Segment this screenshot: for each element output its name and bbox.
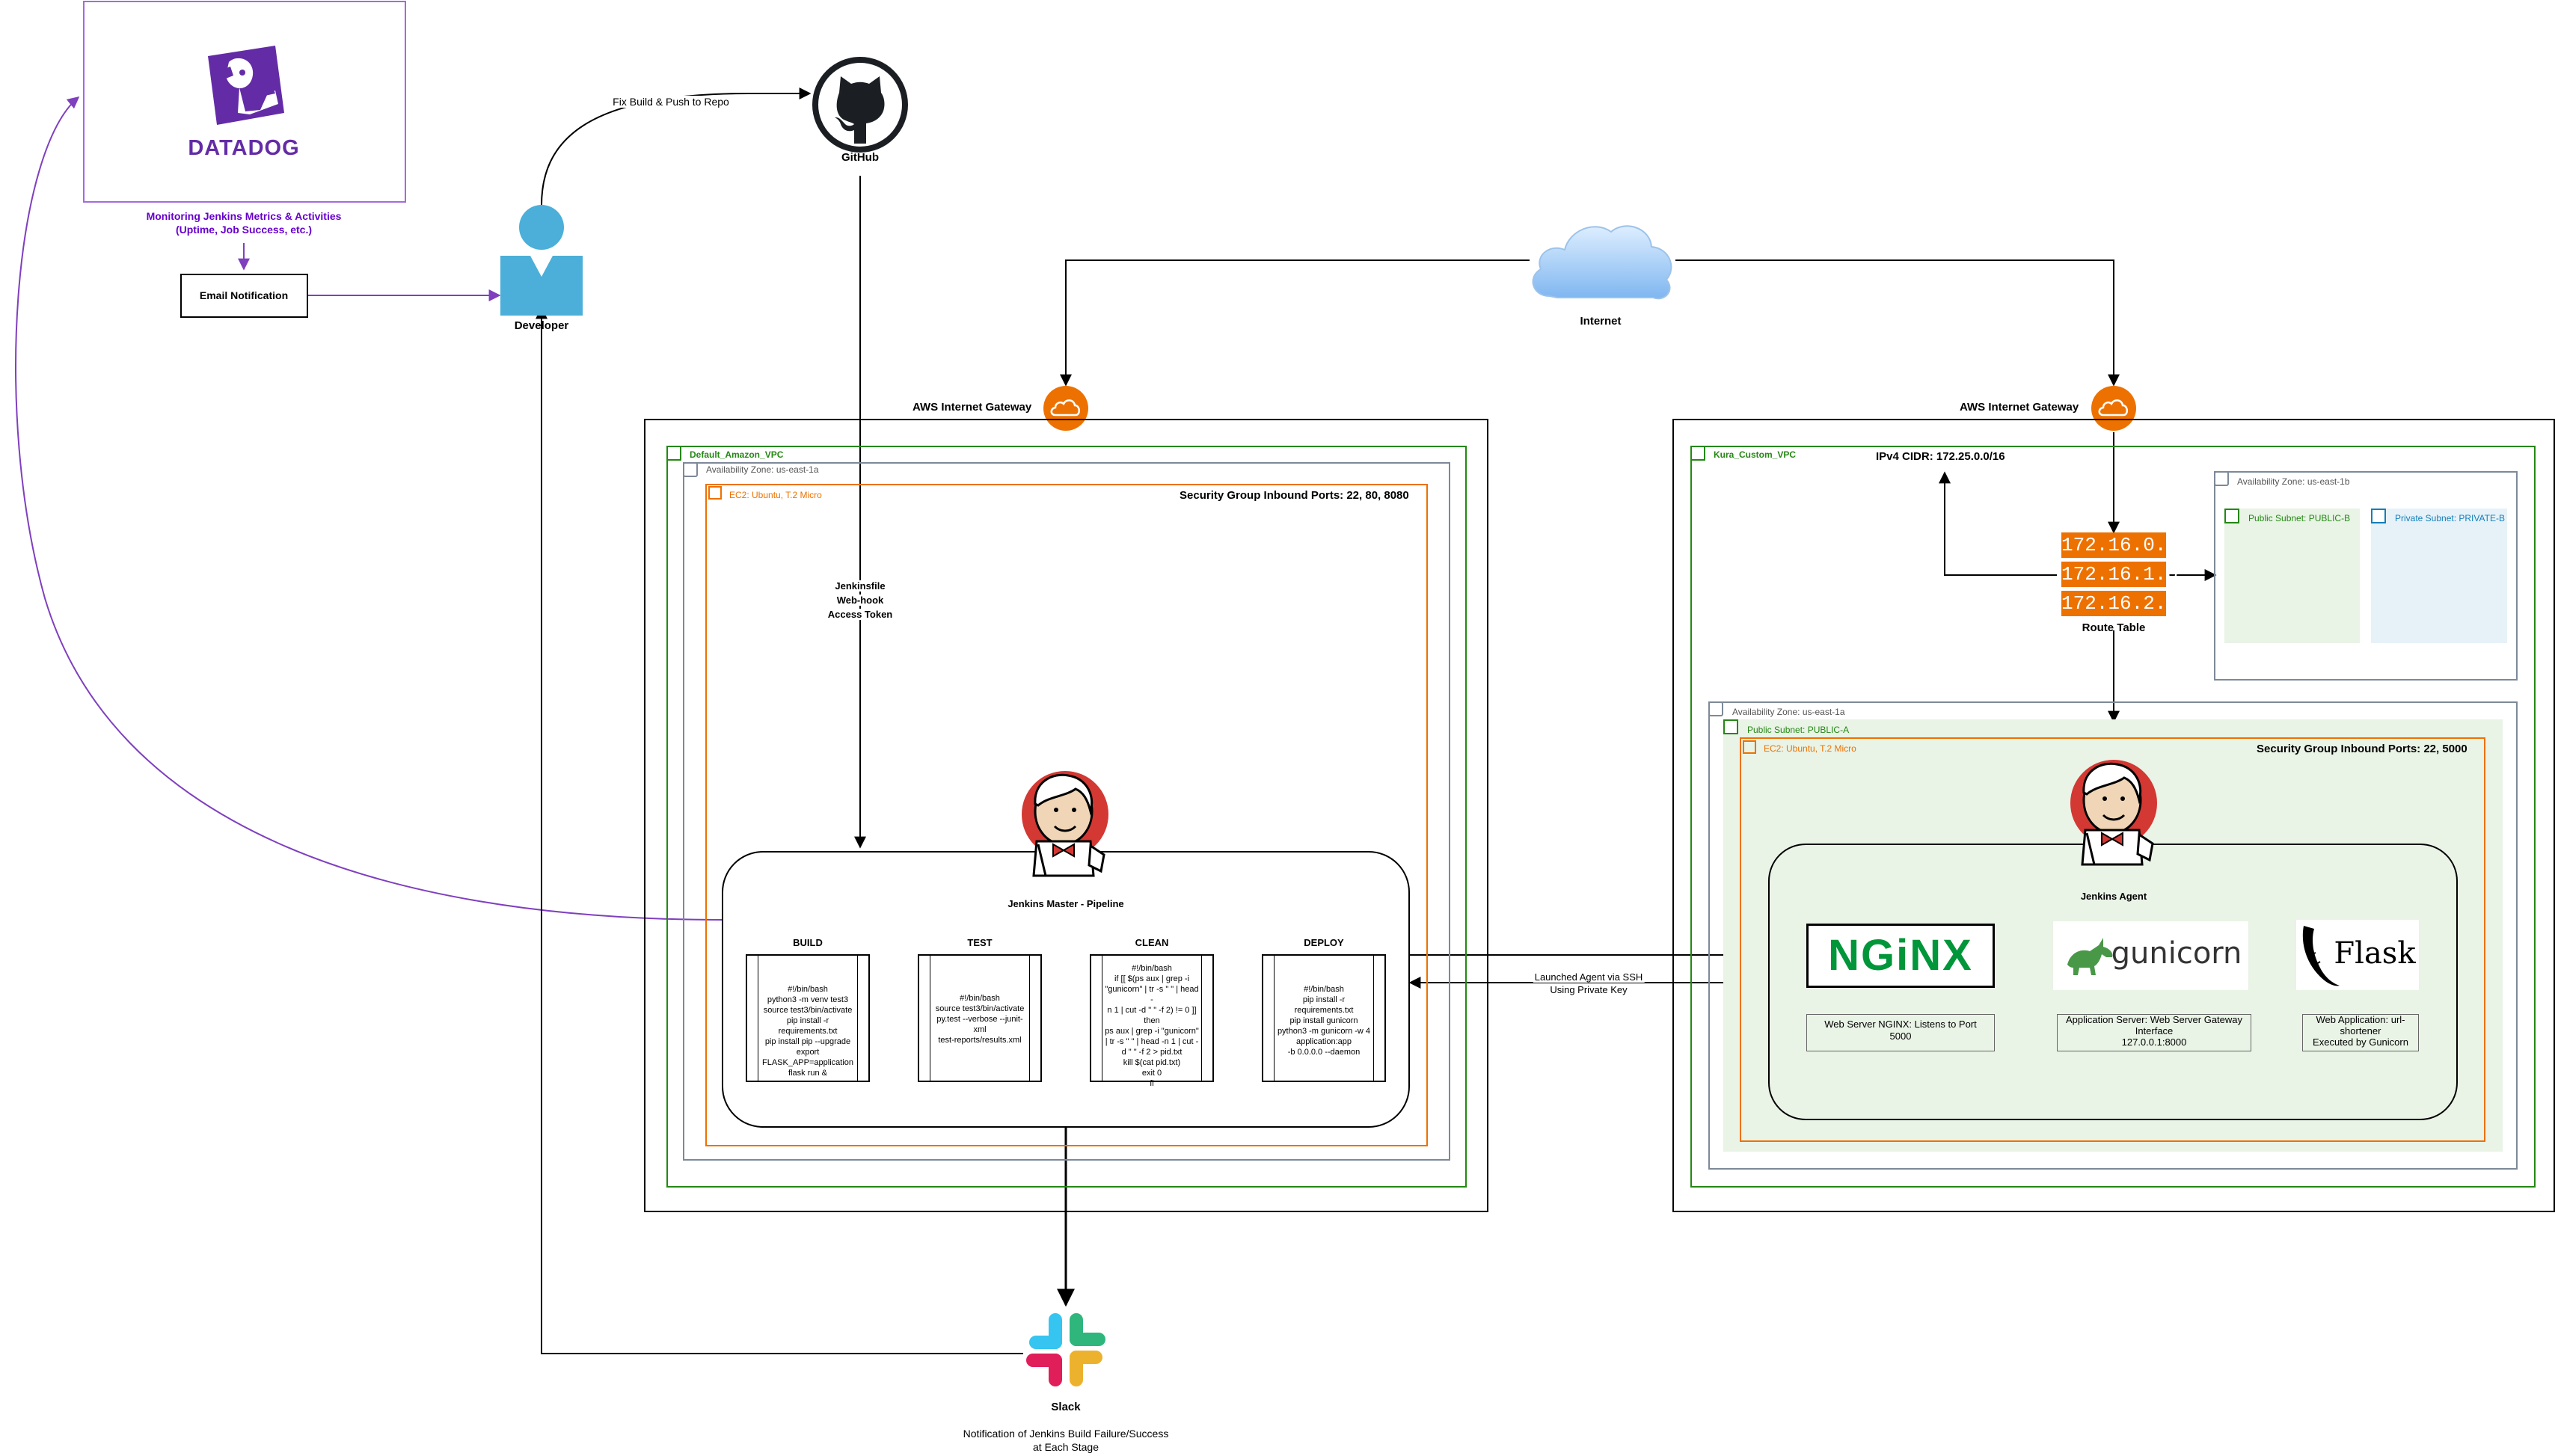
az-b-box — [2214, 471, 2518, 681]
ec2-chip-icon — [708, 486, 722, 500]
webhook-line3: Access Token — [827, 609, 893, 620]
az-icon — [1708, 701, 1723, 716]
developer-user-icon — [500, 205, 583, 316]
webhook-line1: Jenkinsfile — [835, 580, 886, 592]
route-entry-2: 172.16.2.0 — [2061, 591, 2178, 619]
flask-logo-text: Flask — [2334, 936, 2416, 971]
stage-deploy-title: DEPLOY — [1304, 937, 1344, 948]
internet-cloud-icon — [1532, 225, 1672, 300]
left-ec2-label: EC2: Ubuntu, T.2 Micro — [729, 490, 822, 500]
route-entry-1: 172.16.1.0 — [2061, 562, 2178, 590]
github-label: GitHub — [841, 151, 879, 164]
datadog-caption-line1: Monitoring Jenkins Metrics & Activities — [146, 210, 342, 222]
right-outer-box — [1672, 419, 2555, 1212]
internet-to-igw-right — [1675, 259, 2120, 387]
internet-to-igw-left — [1060, 259, 1530, 387]
igw-right-label: AWS Internet Gateway — [1960, 401, 2079, 414]
datadog-dog-icon — [208, 46, 284, 125]
slack-caption-line2: at Each Stage — [1033, 1441, 1099, 1453]
gunicorn-caption-box — [2057, 1014, 2251, 1051]
igw-left-label: AWS Internet Gateway — [912, 401, 1032, 414]
vpc-cloud-icon — [666, 446, 681, 461]
right-vpc-cidr: IPv4 CIDR: 172.25.0.0/16 — [1876, 450, 2005, 463]
lock-open-icon — [1723, 719, 1738, 734]
az-a-label: Availability Zone: us-east-1a — [1732, 707, 1845, 717]
datadog-panel — [83, 1, 406, 203]
jenkins-master-label: Jenkins Master - Pipeline — [1007, 898, 1124, 909]
datadog-caption-line2: (Uptime, Job Success, etc.) — [175, 224, 313, 236]
vpc-cloud-icon — [1690, 446, 1705, 461]
gunicorn-caption: Application Server: Web Server Gateway I… — [2065, 1014, 2243, 1048]
left-ec2-box — [705, 484, 1428, 1146]
public-subnet-a-label: Public Subnet: PUBLIC-A — [1747, 725, 1850, 735]
jenkins-agent-label: Jenkins Agent — [2080, 891, 2147, 902]
flask-logo-box — [2296, 920, 2419, 990]
right-vpc-name: Kura_Custom_VPC — [1714, 449, 1797, 460]
right-ec2-label: EC2: Ubuntu, T.2 Micro — [1764, 743, 1856, 754]
left-az-box — [683, 462, 1450, 1161]
left-vpc-name: Default_Amazon_VPC — [690, 449, 784, 460]
github-icon — [812, 57, 908, 153]
nginx-caption: Web Server NGINX: Listens to Port 5000 — [1824, 1019, 1977, 1042]
public-subnet-b-box — [2224, 509, 2360, 643]
slack-label: Slack — [1051, 1401, 1081, 1413]
slack-to-developer-arrow — [536, 307, 1023, 1354]
gunicorn-logo-text: gunicorn — [2111, 936, 2242, 971]
left-security-group: Security Group Inbound Ports: 22, 80, 80… — [1180, 489, 1409, 502]
left-vpc-box — [666, 446, 1467, 1188]
az-a-box — [1708, 701, 2518, 1170]
internet-label: Internet — [1580, 315, 1622, 328]
public-subnet-b-label: Public Subnet: PUBLIC-B — [2248, 513, 2351, 523]
route-entry-0: 172.16.0.0 — [2061, 532, 2178, 561]
az-icon — [2214, 471, 2229, 486]
private-subnet-b-box — [2371, 509, 2507, 643]
jenkins-agent-logo-icon — [2070, 760, 2157, 866]
nginx-logo-box — [1806, 924, 1995, 988]
developer-to-github-curve — [541, 87, 812, 206]
github-edge-label: Fix Build & Push to Repo — [610, 96, 731, 108]
stage-build-script: #!/bin/bash python3 -m venv test3 source… — [746, 954, 870, 1082]
developer-label: Developer — [514, 319, 569, 332]
stage-test-script: #!/bin/bash source test3/bin/activate py… — [918, 954, 1042, 1082]
stage-clean-script: #!/bin/bash if [[ $(ps aux | grep -i "gu… — [1090, 954, 1214, 1088]
left-outer-box — [644, 419, 1488, 1212]
left-az-label: Availability Zone: us-east-1a — [706, 464, 819, 475]
right-vpc-box — [1690, 446, 2536, 1188]
lock-open-icon — [2224, 509, 2239, 523]
stage-build-title: BUILD — [793, 937, 823, 948]
right-security-group: Security Group Inbound Ports: 22, 5000 — [2257, 743, 2467, 755]
ec2-chip-icon — [1743, 740, 1756, 754]
az-b-label: Availability Zone: us-east-1b — [2237, 476, 2350, 487]
slack-caption-line1: Notification of Jenkins Build Failure/Su… — [963, 1428, 1169, 1440]
az-icon — [683, 462, 698, 477]
ssh-label-line2: Using Private Key — [1548, 984, 1629, 995]
nginx-caption-box — [1806, 1014, 1995, 1051]
flask-caption: Web Application: url- shortener Executed… — [2313, 1014, 2408, 1048]
flask-horn-icon — [2302, 926, 2340, 986]
private-subnet-b-label: Private Subnet: PRIVATE-B — [2395, 513, 2505, 523]
flask-caption-box — [2302, 1014, 2419, 1051]
route-table-to-vpc — [1939, 471, 2057, 576]
lock-closed-icon — [2371, 509, 2386, 523]
slack-logo-icon — [1026, 1313, 1105, 1386]
webhook-line2: Web-hook — [836, 595, 884, 606]
gunicorn-unicorn-icon — [2067, 938, 2113, 975]
right-ec2-box — [1740, 737, 2485, 1142]
email-notification-box — [180, 274, 308, 318]
stage-deploy-script: #!/bin/bash pip install -r requirements.… — [1262, 954, 1386, 1082]
nginx-logo-text: NGiNX — [1828, 931, 1973, 980]
email-notification-label: Email Notification — [199, 289, 289, 301]
datadog-logo-text: DATADOG — [188, 136, 300, 160]
ssh-label-line1: Launched Agent via SSH — [1533, 971, 1645, 983]
jenkins-master-logo-icon — [1022, 771, 1108, 877]
route-table-label: Route Table — [2082, 621, 2146, 634]
stage-test-title: TEST — [967, 937, 993, 948]
jenkins-to-datadog-curve — [15, 96, 723, 921]
stage-clean-title: CLEAN — [1135, 937, 1169, 948]
